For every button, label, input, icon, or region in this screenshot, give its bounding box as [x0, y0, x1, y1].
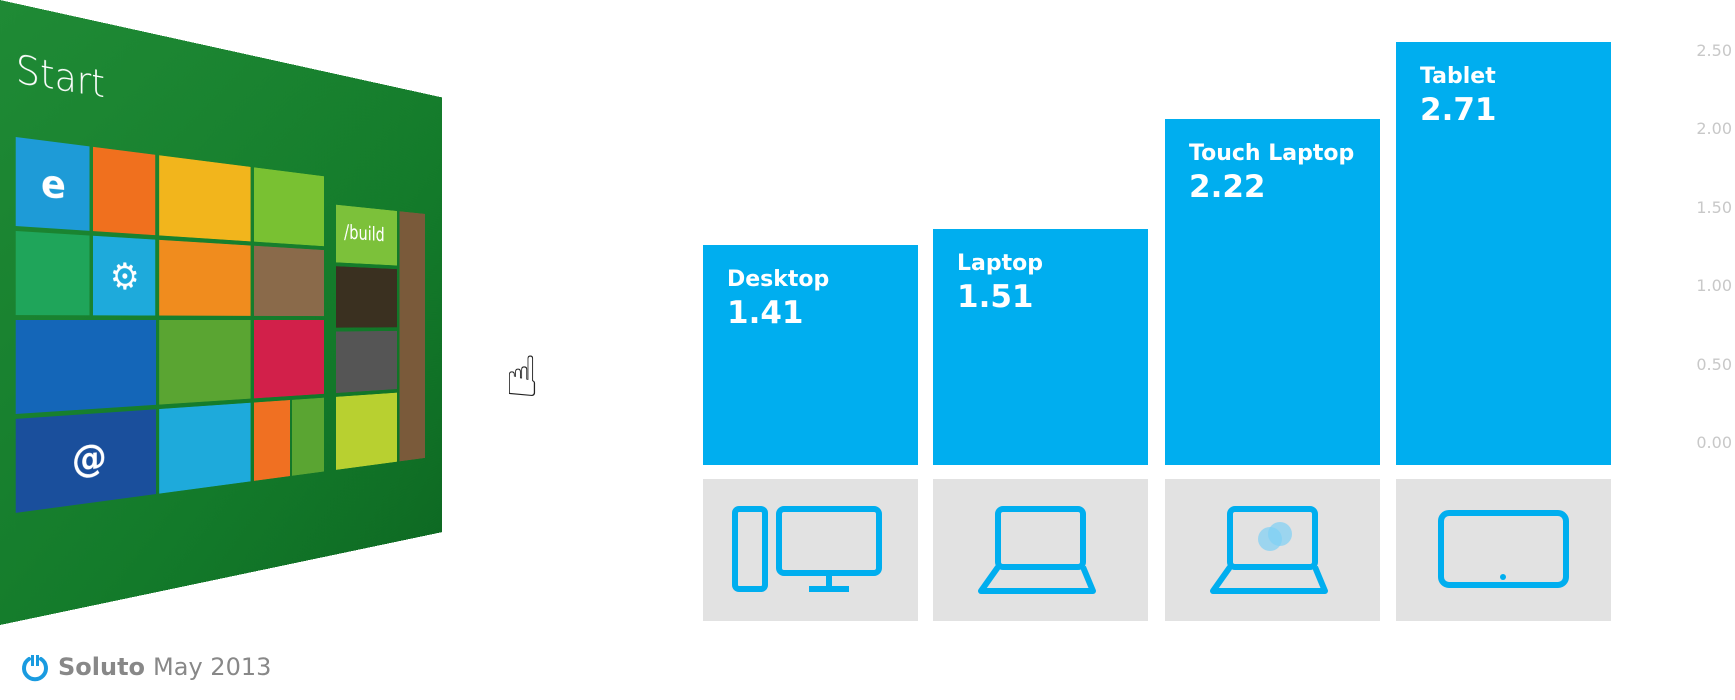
device-icon-box [1396, 479, 1611, 621]
footer: Soluto May 2013 [20, 652, 271, 682]
device-icon-box [703, 479, 918, 621]
desktop-tile [15, 320, 157, 414]
y-tick-label: 2.50 [1696, 40, 1732, 60]
photos-tile [254, 245, 325, 317]
start-screen: Start e ⚙ @ /build [0, 0, 443, 625]
ie-tile: e [15, 137, 90, 231]
news-tile [159, 239, 251, 316]
bar-value-label: 2.22 [1189, 168, 1266, 205]
weather-tile [159, 320, 251, 405]
bar-category-label: Tablet [1420, 64, 1496, 90]
windows8-start-screen-image: Start e ⚙ @ /build [0, 0, 600, 640]
y-tick-label: 0.00 [1696, 433, 1732, 452]
bar-value-label: 1.41 [727, 295, 804, 332]
video-tile [335, 266, 397, 328]
bar-value-label: 2.71 [1420, 92, 1497, 129]
chat-tile [292, 397, 325, 476]
bar-value-label: 1.51 [957, 279, 1034, 316]
bar-category-label: Touch Laptop [1189, 140, 1355, 166]
app-tile [335, 330, 397, 394]
brand-name: Soluto [58, 653, 146, 681]
store-tile [92, 146, 156, 236]
maps-tile [159, 402, 251, 494]
soluto-power-icon [22, 655, 48, 682]
social-tile [254, 320, 325, 399]
game-tile [335, 392, 397, 470]
mail-tile: @ [15, 409, 157, 513]
messaging-tile [254, 167, 325, 247]
calendar-tile [159, 155, 251, 242]
y-tick-label: 0.50 [1696, 354, 1732, 374]
control-panel-tile: ⚙ [92, 235, 156, 316]
hand-pointer-icon: ☝ [505, 345, 540, 410]
desktop-icon [732, 506, 882, 592]
build-tile: /build [335, 204, 397, 266]
explorer-tile [15, 230, 90, 316]
people-tile [254, 400, 291, 481]
bar-category-label: Desktop [727, 267, 830, 293]
y-tick-label: 1.50 [1696, 197, 1732, 217]
y-tick-label: 1.00 [1696, 276, 1732, 295]
device-icon-box [1165, 479, 1380, 621]
touch-laptop-icon [1210, 506, 1328, 594]
pictures-tile [399, 211, 426, 462]
device-icon-box [933, 479, 1148, 621]
laptop-icon [978, 506, 1096, 594]
start-title: Start [15, 46, 105, 107]
bar-category-label: Laptop [957, 251, 1043, 277]
tablet-icon [1438, 510, 1569, 588]
report-date: May 2013 [153, 653, 272, 681]
y-tick-label: 2.00 [1696, 119, 1732, 138]
